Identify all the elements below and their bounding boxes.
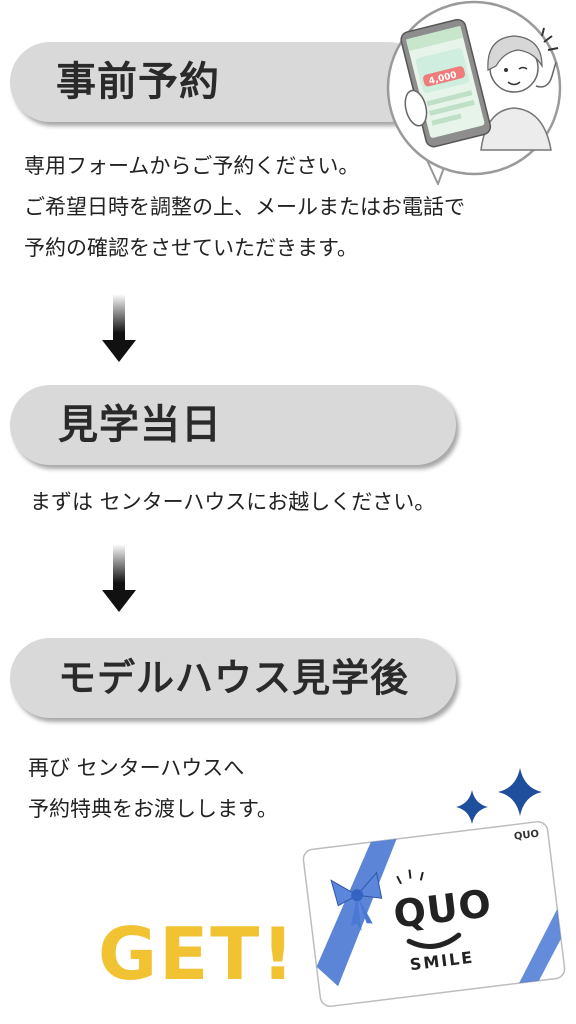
step-1-description: 専用フォームからご予約ください。 ご希望日時を調整の上、メールまたはお電話で 予… bbox=[24, 146, 465, 269]
step-3-header: モデルハウス見学後 bbox=[10, 638, 456, 718]
reservation-illustration: 4,000 bbox=[386, 0, 562, 185]
step-1-header: 事前予約 bbox=[10, 42, 428, 122]
step-2-line-1: まずは センターハウスにお越しください。 bbox=[30, 490, 436, 514]
get-label: GET! bbox=[98, 912, 297, 996]
step-2-title: 見学当日 bbox=[58, 402, 222, 448]
down-arrow-icon bbox=[102, 294, 136, 362]
sparkle-icon bbox=[456, 768, 542, 824]
step-3-line-1: 再び センターハウスへ bbox=[28, 756, 245, 780]
step-1-line-1: 専用フォームからご予約ください。 bbox=[24, 154, 360, 178]
step-2-description: まずは センターハウスにお越しください。 bbox=[30, 482, 435, 523]
step-1-title: 事前予約 bbox=[56, 59, 220, 105]
step-1-line-3: 予約の確認をさせていただきます。 bbox=[24, 236, 358, 260]
step-2-header: 見学当日 bbox=[10, 385, 456, 465]
down-arrow-icon bbox=[102, 544, 136, 612]
step-3-title: モデルハウス見学後 bbox=[58, 656, 410, 700]
quo-card: QUO QUO SMILE bbox=[301, 819, 567, 1008]
step-1-line-2: ご希望日時を調整の上、メールまたはお電話で bbox=[24, 195, 465, 219]
step-3-line-2: 予約特典をお渡しします。 bbox=[28, 797, 278, 821]
step-3-description: 再び センターハウスへ 予約特典をお渡しします。 bbox=[28, 748, 278, 830]
